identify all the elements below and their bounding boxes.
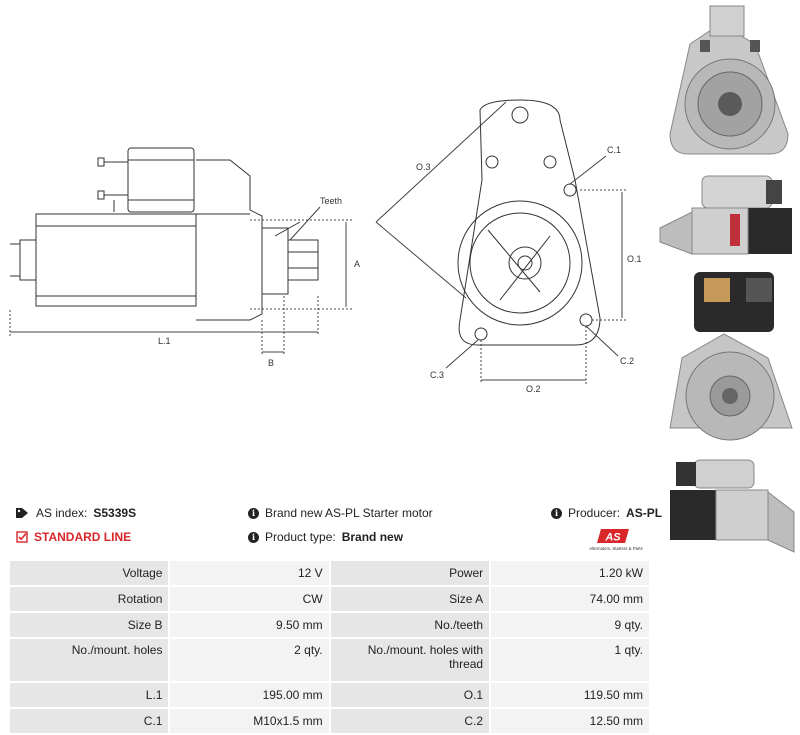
logo-tagline: Alternators, Starters & Parts: [589, 546, 643, 551]
spec-value: CW: [170, 587, 329, 611]
teeth-label: Teeth: [320, 196, 342, 206]
spec-label: C.2: [330, 709, 490, 733]
description: i Brand new AS-PL Starter motor: [248, 506, 433, 520]
product-photo-front: [669, 5, 789, 155]
specs-table: Voltage 12 V Power 1.20 kW Rotation CW S…: [8, 559, 651, 735]
product-photo-angle: [670, 459, 795, 553]
dim-l1-label: L.1: [158, 336, 171, 346]
spec-label: Power: [330, 561, 490, 585]
producer: i Producer: AS-PL: [551, 506, 662, 520]
spec-value: 9 qty.: [491, 613, 649, 637]
spec-value: M10x1.5 mm: [170, 709, 329, 733]
spec-label: No./teeth: [330, 613, 490, 637]
table-row: C.1 M10x1.5 mm C.2 12.50 mm: [10, 709, 649, 733]
spec-label: Size A: [330, 587, 490, 611]
product-type: i Product type: Brand new: [248, 530, 403, 544]
product-type-label: Product type:: [265, 530, 336, 544]
dim-a-label: A: [354, 259, 360, 269]
table-row: No./mount. holes 2 qty. No./mount. holes…: [10, 639, 649, 681]
tags-icon: [16, 507, 30, 519]
dim-c1-label: C.1: [607, 145, 621, 155]
standard-line-label: STANDARD LINE: [34, 530, 132, 544]
dim-o2-label: O.2: [526, 384, 541, 394]
spec-value: 12.50 mm: [491, 709, 649, 733]
dim-c3-label: C.3: [430, 370, 444, 380]
product-photo-rear: [669, 272, 793, 441]
spec-label: No./mount. holes with thread: [330, 639, 490, 681]
table-row: Size B 9.50 mm No./teeth 9 qty.: [10, 613, 649, 637]
spec-label: Voltage: [10, 561, 169, 585]
as-index: AS index: S5339S: [16, 506, 136, 520]
producer-value: AS-PL: [626, 506, 663, 520]
spec-value: 195.00 mm: [170, 683, 329, 707]
table-row: Rotation CW Size A 74.00 mm: [10, 587, 649, 611]
spec-value: 9.50 mm: [170, 613, 329, 637]
standard-line: STANDARD LINE: [16, 530, 131, 544]
dim-o1-label: O.1: [627, 254, 642, 264]
side-view-drawing: [10, 147, 319, 321]
spec-label: O.1: [330, 683, 490, 707]
spec-label: Rotation: [10, 587, 169, 611]
dim-b-label: B: [268, 358, 274, 368]
check-square-icon: [16, 531, 28, 543]
spec-label: Size B: [10, 613, 169, 637]
producer-label: Producer:: [568, 506, 621, 520]
spec-label: No./mount. holes: [10, 639, 169, 681]
product-photo-side: [659, 175, 792, 255]
info-icon: i: [248, 507, 259, 519]
description-text: Brand new AS-PL Starter motor: [265, 506, 433, 520]
info-icon: i: [551, 507, 562, 519]
table-row: Voltage 12 V Power 1.20 kW: [10, 561, 649, 585]
spec-value: 12 V: [170, 561, 329, 585]
product-info: AS index: S5339S STANDARD LINE i Brand n…: [0, 500, 800, 555]
technical-drawings: Teeth A B L.1 O.3 C.1 O.1 C.2 C.3 O.2: [9, 99, 642, 394]
product-type-value: Brand new: [341, 530, 404, 544]
spec-label: L.1: [10, 683, 169, 707]
as-index-label: AS index:: [36, 506, 88, 520]
as-index-value: S5339S: [93, 506, 137, 520]
table-row: L.1 195.00 mm O.1 119.50 mm: [10, 683, 649, 707]
as-pl-logo: AS Alternators, Starters & Parts: [583, 527, 649, 553]
spec-value: 2 qty.: [170, 639, 329, 681]
spec-value: 119.50 mm: [491, 683, 649, 707]
info-icon: i: [248, 531, 259, 543]
spec-value: 1 qty.: [491, 639, 649, 681]
spec-value: 1.20 kW: [491, 561, 649, 585]
dim-c2-label: C.2: [620, 356, 634, 366]
spec-label: C.1: [10, 709, 169, 733]
logo-text: AS: [604, 532, 621, 544]
dim-o3-label: O.3: [416, 162, 431, 172]
front-view-drawing: [457, 99, 601, 346]
spec-value: 74.00 mm: [491, 587, 649, 611]
